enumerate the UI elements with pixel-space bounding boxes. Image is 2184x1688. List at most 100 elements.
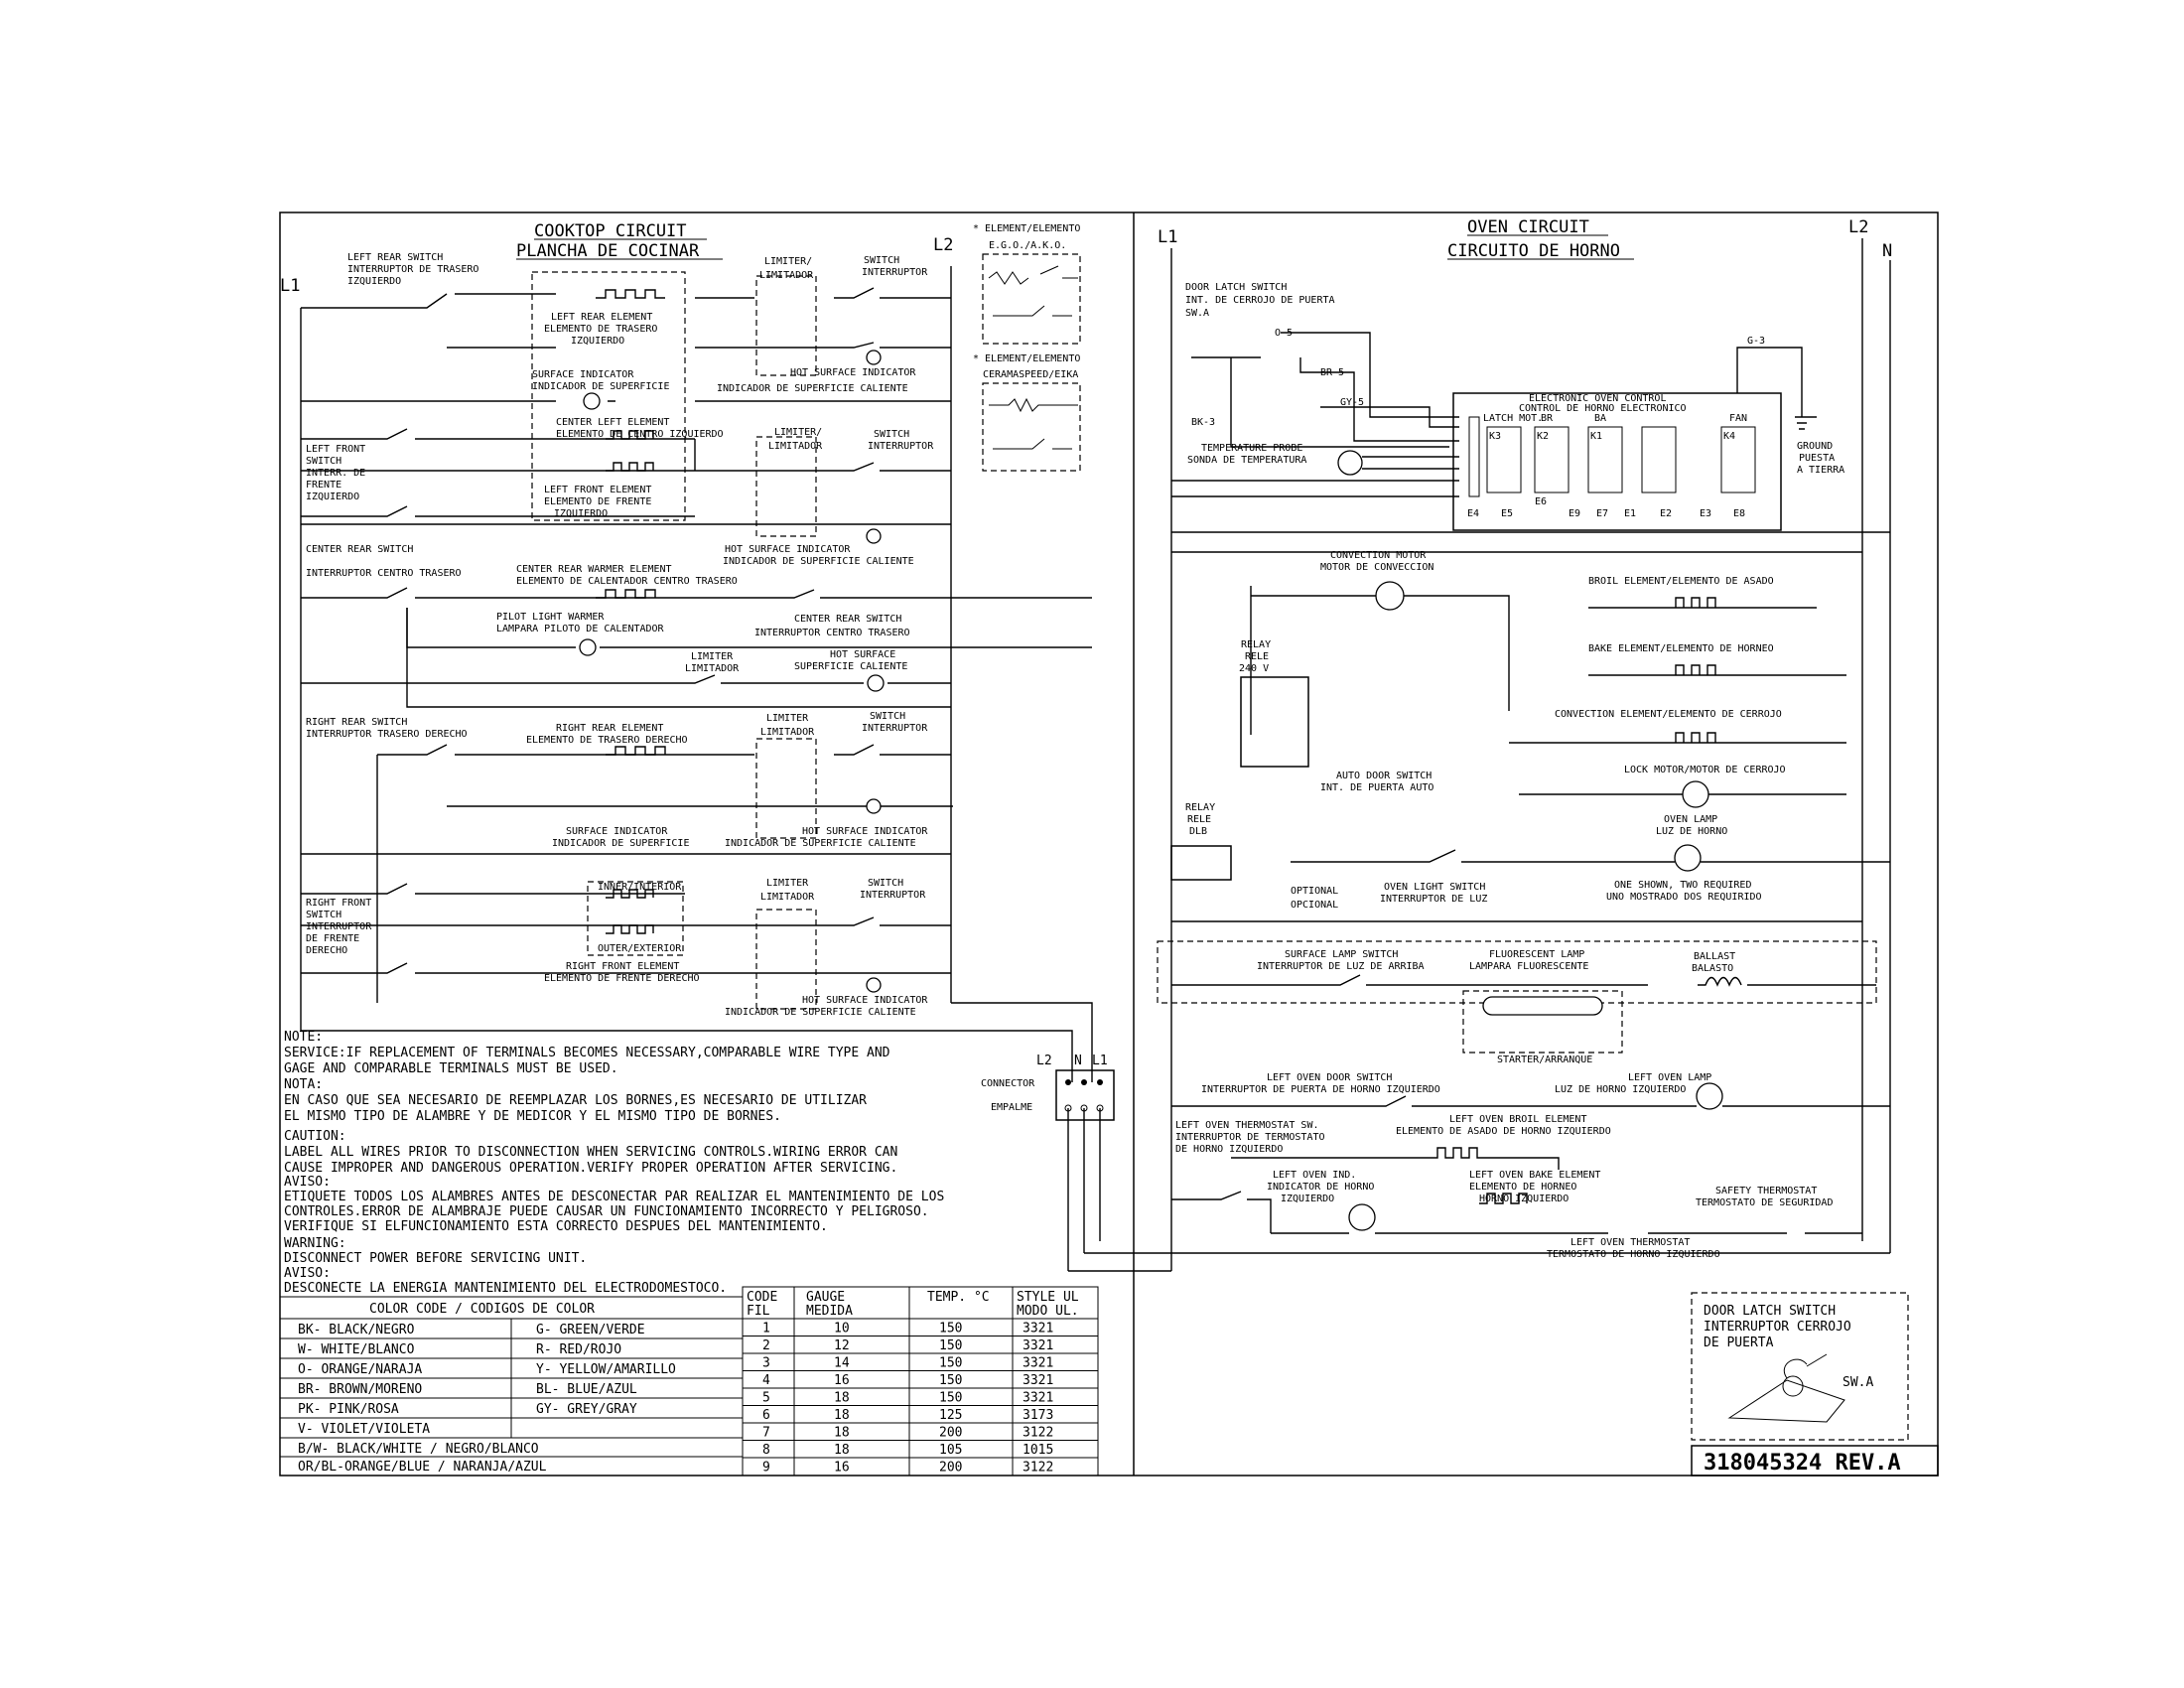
svg-text:E3: E3: [1700, 508, 1711, 519]
label-door-latch-es: INT. DE CERROJO DE PUERTA: [1185, 295, 1335, 306]
oven-l1: L1: [1158, 227, 1177, 247]
gauge-cell: 3321: [1023, 1322, 1053, 1336]
gauge-header-modo: MODO UL.: [1017, 1304, 1079, 1319]
hot-surface-lamp-2: [866, 528, 882, 544]
label-left-oven-door-es: INTERRUPTOR DE PUERTA DE HORNO IZQUIERDO: [1201, 1084, 1440, 1095]
label-left-oven-bake-es2: HORNO IZQUIERDO: [1479, 1194, 1569, 1204]
label-oven-lamp: OVEN LAMP: [1664, 814, 1717, 825]
svg-text:E9: E9: [1569, 508, 1580, 519]
broil-element: [1588, 597, 1817, 609]
gauge-cell: 150: [939, 1338, 962, 1353]
label-convection-motor: CONVECTION MOTOR: [1330, 550, 1427, 561]
limiter-5-box: [755, 909, 817, 1010]
ego-label: E.G.O./A.K.O.: [989, 240, 1066, 251]
label-center-rear-switch-es: INTERRUPTOR CENTRO TRASERO: [306, 568, 462, 579]
label-left-front-switch5: IZQUIERDO: [306, 492, 359, 502]
wire-g3: G-3: [1747, 336, 1765, 347]
label-left-oven-ind-es1: INDICATOR DE HORNO: [1267, 1182, 1374, 1193]
label-limiter-2: LIMITER/: [774, 427, 822, 438]
label-opcional: OPCIONAL: [1291, 900, 1338, 911]
gauge-cell: 9: [762, 1461, 770, 1476]
ceramaspeed-label: CERAMASPEED/EIKA: [983, 369, 1078, 380]
label-temp-probe-es: SONDA DE TEMPERATURA: [1187, 455, 1306, 466]
convection-element: [1509, 732, 1846, 744]
label-safety-thermo: SAFETY THERMOSTAT: [1715, 1186, 1817, 1196]
right-front-element-coils: [606, 889, 654, 934]
label-left-oven-thermo-sw-es2: DE HORNO IZQUIERDO: [1175, 1144, 1283, 1155]
label-hot-surface-4-es: INDICADOR DE SUPERFICIE CALIENTE: [725, 838, 916, 849]
label-hot-surface-3-es: SUPERFICIE CALIENTE: [794, 661, 907, 672]
gauge-cell: 18: [834, 1443, 850, 1458]
svg-text:E7: E7: [1596, 508, 1608, 519]
note-9: AVISO:: [284, 1175, 331, 1190]
label-switch-2b: INTERRUPTOR: [868, 441, 934, 452]
gauge-cell: 150: [939, 1322, 962, 1336]
label-ba: BA: [1594, 413, 1606, 424]
right-front-element-box: [587, 881, 684, 956]
label-br: BR: [1541, 413, 1554, 424]
label-limiter-3: LIMITER: [691, 651, 734, 662]
label-right-front-switch4: DE FRENTE: [306, 933, 359, 944]
gauge-cell: 5: [762, 1391, 770, 1406]
label-left-oven-bake: LEFT OVEN BAKE ELEMENT: [1469, 1170, 1600, 1181]
label-temp-probe: TEMPERATURE PROBE: [1201, 443, 1302, 454]
empalme-label: EMPALME: [991, 1102, 1032, 1113]
part-number: 318045324 REV.A: [1704, 1451, 1901, 1476]
gauge-cell: 200: [939, 1426, 962, 1441]
note-13: WARNING:: [284, 1236, 346, 1251]
convection-motor: [1375, 581, 1405, 611]
relay-240v: [1240, 676, 1309, 768]
label-limitador-1: LIMITADOR: [759, 270, 814, 281]
wire-gy5-top: GY-5: [1340, 397, 1364, 408]
connector-l2: L2: [1036, 1054, 1052, 1068]
label-inner: INNER/INTERIOR: [598, 882, 682, 893]
label-right-rear-element-es: ELEMENTO DE TRASERO DERECHO: [526, 735, 688, 746]
label-left-front-switch3: INTERR. DE: [306, 468, 365, 479]
warmer-element-coil: [596, 589, 656, 599]
left-rear-element-coil: [596, 289, 665, 299]
hot-surface-lamp-4: [866, 798, 882, 814]
label-right-front-switch5: DERECHO: [306, 945, 347, 956]
label-center-rear-switch2: CENTER REAR SWITCH: [794, 614, 901, 625]
label-oven-light-switch-es: INTERRUPTOR DE LUZ: [1380, 894, 1487, 905]
oven-l2: L2: [1848, 217, 1868, 237]
ballast-coil: [1171, 974, 1876, 987]
wire-br5-top: BR-5: [1320, 367, 1344, 378]
label-rele: RELE: [1245, 651, 1269, 662]
label-relay-dlb: RELAY: [1185, 802, 1215, 813]
label-left-oven-thermo-sw: LEFT OVEN THERMOSTAT SW.: [1175, 1120, 1319, 1131]
label-left-oven-ind: LEFT OVEN IND.: [1273, 1170, 1356, 1181]
gauge-cell: 1: [762, 1322, 770, 1336]
label-surface-lamp-switch: SURFACE LAMP SWITCH: [1285, 949, 1398, 960]
wire-label-bk3-oven: BK-3: [1191, 417, 1215, 428]
label-switch-4b: INTERRUPTOR: [862, 723, 928, 734]
label-latch-mot: LATCH MOT.: [1483, 413, 1543, 424]
left-oven-indicator: [1348, 1203, 1376, 1231]
svg-text:K2: K2: [1537, 431, 1549, 442]
gauge-cell: 3321: [1023, 1356, 1053, 1371]
gauge-cell: 3122: [1023, 1426, 1053, 1441]
gauge-cell: 200: [939, 1461, 962, 1476]
note-8: CAUSE IMPROPER AND DANGEROUS OPERATION.V…: [284, 1161, 897, 1176]
svg-text:E5: E5: [1501, 508, 1513, 519]
element-note: * ELEMENT/ELEMENTO: [973, 223, 1080, 234]
gauge-cell: 2: [762, 1338, 770, 1353]
gauge-header-gauge: GAUGE: [806, 1290, 845, 1305]
inset-line1: DOOR LATCH SWITCH: [1704, 1304, 1836, 1319]
label-oven-light-switch: OVEN LIGHT SWITCH: [1384, 882, 1485, 893]
label-fan: FAN: [1729, 413, 1747, 424]
lock-motor: [1682, 780, 1709, 808]
hot-surface-lamp-3: [867, 674, 885, 692]
gauge-cell: 150: [939, 1373, 962, 1388]
relay-k1: [1587, 426, 1623, 493]
gauge-cell: 8: [762, 1443, 770, 1458]
label-center-left: CENTER LEFT ELEMENT: [556, 417, 669, 428]
label-left-rear-element-es1: ELEMENTO DE TRASERO: [544, 324, 657, 335]
label-240v: 240 V: [1239, 663, 1269, 674]
label-right-front-element: RIGHT FRONT ELEMENT: [566, 961, 679, 972]
door-latch-inset: DOOR LATCH SWITCH INTERRUPTOR CERROJO DE…: [1691, 1292, 1909, 1441]
note-12: VERIFIQUE SI ELFUNCIONAMIENTO ESTA CORRE…: [284, 1219, 828, 1234]
note-1: SERVICE:IF REPLACEMENT OF TERMINALS BECO…: [284, 1046, 890, 1060]
label-switch-4a: SWITCH: [870, 711, 905, 722]
bake-element: [1588, 664, 1846, 676]
